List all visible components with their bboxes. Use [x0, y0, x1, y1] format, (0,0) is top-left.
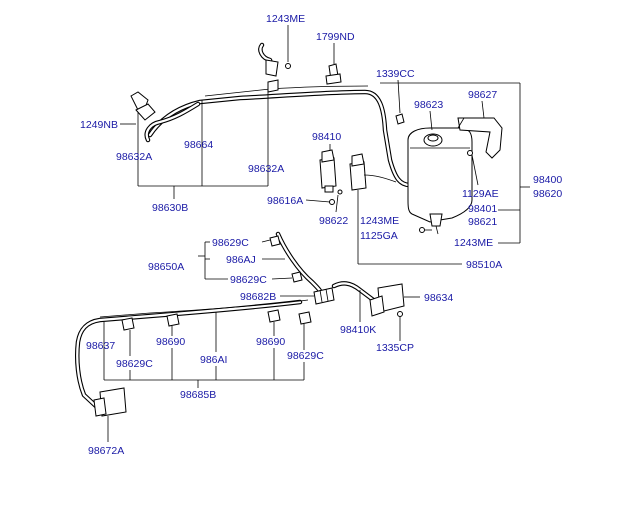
- reservoir-tank: [407, 117, 503, 235]
- label-98637: 98637: [86, 340, 115, 352]
- label-986AJ: 986AJ: [226, 254, 256, 266]
- label-98629C-d: 98629C: [287, 350, 324, 362]
- label-98627: 98627: [468, 89, 497, 101]
- label-1339CC: 1339CC: [376, 68, 415, 80]
- label-98650A: 98650A: [148, 261, 184, 273]
- pump-assembly: [319, 149, 397, 205]
- label-1125GA: 1125GA: [360, 230, 398, 242]
- label-98621: 98621: [468, 216, 497, 228]
- label-98616A: 98616A: [267, 195, 303, 207]
- label-1129AE: 1129AE: [462, 188, 499, 200]
- mid-hose-assembly: [269, 231, 335, 305]
- callout-labels: 1243ME 1799ND 1339CC 1249NB 98664 98632A…: [80, 13, 562, 457]
- label-98672A: 98672A: [88, 445, 124, 457]
- label-98664: 98664: [184, 139, 213, 151]
- label-98629C-b: 98629C: [230, 274, 267, 286]
- label-1243ME-top: 1243ME: [266, 13, 305, 25]
- label-98632A-left: 98632A: [116, 151, 152, 163]
- label-98620: 98620: [533, 188, 562, 200]
- label-1799ND: 1799ND: [316, 31, 355, 43]
- label-98629C-a: 98629C: [212, 237, 249, 249]
- label-98690-left: 98690: [156, 336, 185, 348]
- lower-hose-assembly: [75, 281, 405, 417]
- label-1249NB: 1249NB: [80, 119, 118, 131]
- label-98510A: 98510A: [466, 259, 502, 271]
- label-1335CP: 1335CP: [376, 342, 414, 354]
- label-98630B: 98630B: [152, 202, 188, 214]
- label-98400: 98400: [533, 174, 562, 186]
- label-98623: 98623: [414, 99, 443, 111]
- label-98690-right: 98690: [256, 336, 285, 348]
- label-98622: 98622: [319, 215, 348, 227]
- label-98685B: 98685B: [180, 389, 216, 401]
- leader-lines: [103, 25, 530, 442]
- label-986AI: 986AI: [200, 354, 227, 366]
- label-1243ME-mid: 1243ME: [360, 215, 399, 227]
- label-98629C-c: 98629C: [116, 358, 153, 370]
- label-98410K: 98410K: [340, 324, 376, 336]
- label-98634: 98634: [424, 292, 453, 304]
- label-1243ME-right: 1243ME: [454, 237, 493, 249]
- upper-hose-assembly: [130, 42, 413, 188]
- label-98682B: 98682B: [240, 291, 276, 303]
- label-98632A-right: 98632A: [248, 163, 284, 175]
- label-98410: 98410: [312, 131, 341, 143]
- label-98401: 98401: [468, 203, 497, 215]
